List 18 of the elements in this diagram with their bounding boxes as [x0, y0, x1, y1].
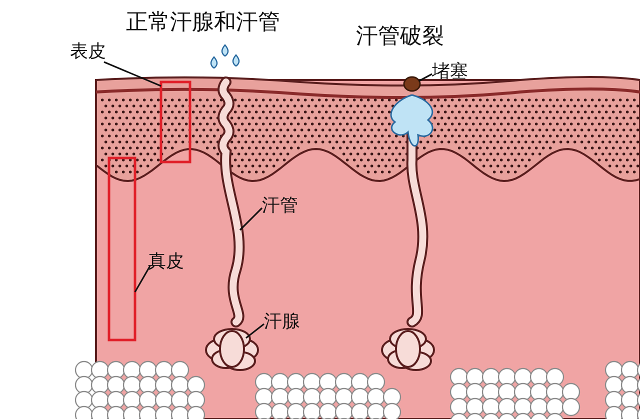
part-label: 真皮: [148, 252, 184, 272]
heading: 正常汗腺和汗管: [126, 10, 280, 36]
epidermis-marker-frame: [160, 80, 192, 164]
leader-line: [239, 207, 263, 231]
sweat-duct: [218, 76, 245, 328]
sweat-gland: [381, 328, 435, 371]
part-label: 堵塞: [432, 62, 468, 82]
dermis-marker-frame: [108, 156, 136, 342]
duct-plug: [403, 76, 421, 92]
sweat-gland: [205, 328, 259, 371]
part-label: 汗管: [262, 196, 298, 216]
leader-line: [134, 266, 151, 292]
part-label: 汗腺: [264, 312, 300, 332]
heading: 汗管破裂: [356, 24, 444, 50]
leader-line: [246, 323, 264, 339]
part-label: 表皮: [70, 42, 106, 62]
leader-line: [104, 61, 162, 87]
leader-line: [418, 73, 432, 82]
